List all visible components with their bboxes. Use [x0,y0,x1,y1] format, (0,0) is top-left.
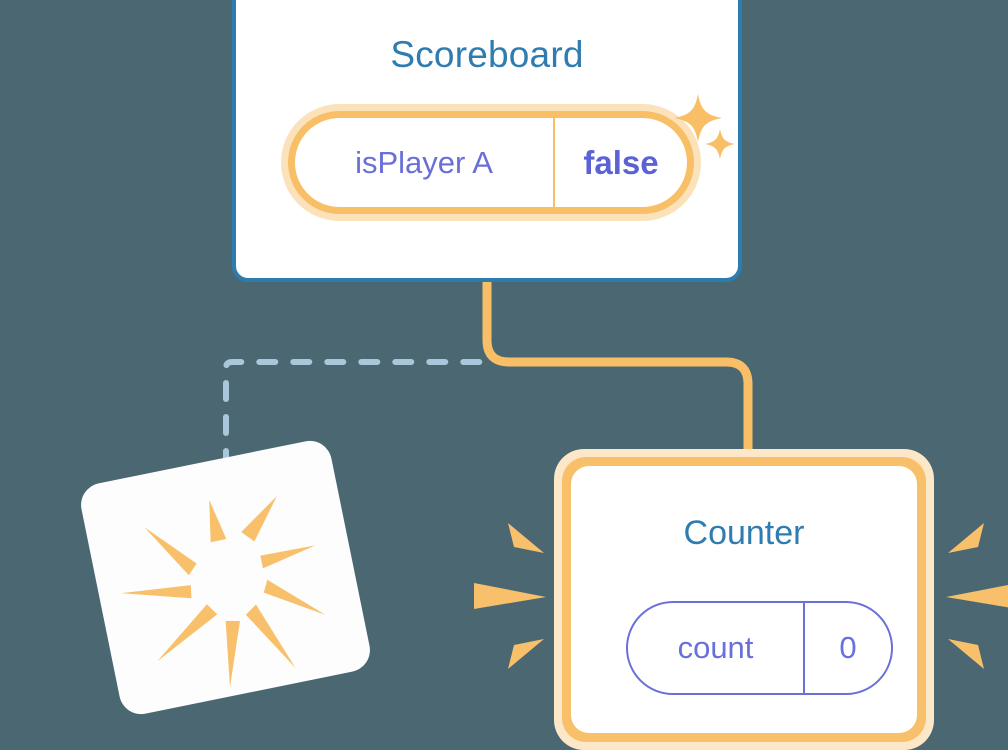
scoreboard-state-pill-inner: isPlayer A false [295,118,687,207]
counter-state-key: count [677,630,754,665]
scoreboard-to-blank-card-connector [223,297,490,475]
sparkle-large-icon [674,94,722,142]
blank-card-burst-icon [121,496,326,688]
counter-state-pill-divider [803,603,805,693]
scoreboard-state-key: isPlayer A [355,144,493,180]
scoreboard-card[interactable]: Scoreboard isPlayer A false [232,0,742,282]
scoreboard-state-pill[interactable]: isPlayer A false [281,104,701,221]
scoreboard-card-title: Scoreboard [390,34,584,75]
counter-card-inner: Counter count 0 [571,466,917,733]
counter-state-value: 0 [839,630,857,665]
scoreboard-to-counter-connector [482,282,753,466]
counter-state-pill[interactable]: count 0 [626,601,893,695]
counter-card-ring: Counter count 0 [562,457,926,742]
blank-card[interactable] [77,436,374,719]
scoreboard-state-pill-ring: isPlayer A false [288,111,694,214]
counter-rays-left-icon [474,523,546,669]
counter-card-title: Counter [683,514,805,552]
sparkle-small-icon [705,129,735,159]
scoreboard-state-pill-divider [553,118,555,207]
scoreboard-state-value: false [583,143,659,181]
counter-rays-right-icon [946,523,1008,669]
counter-card[interactable]: Counter count 0 [554,449,934,750]
